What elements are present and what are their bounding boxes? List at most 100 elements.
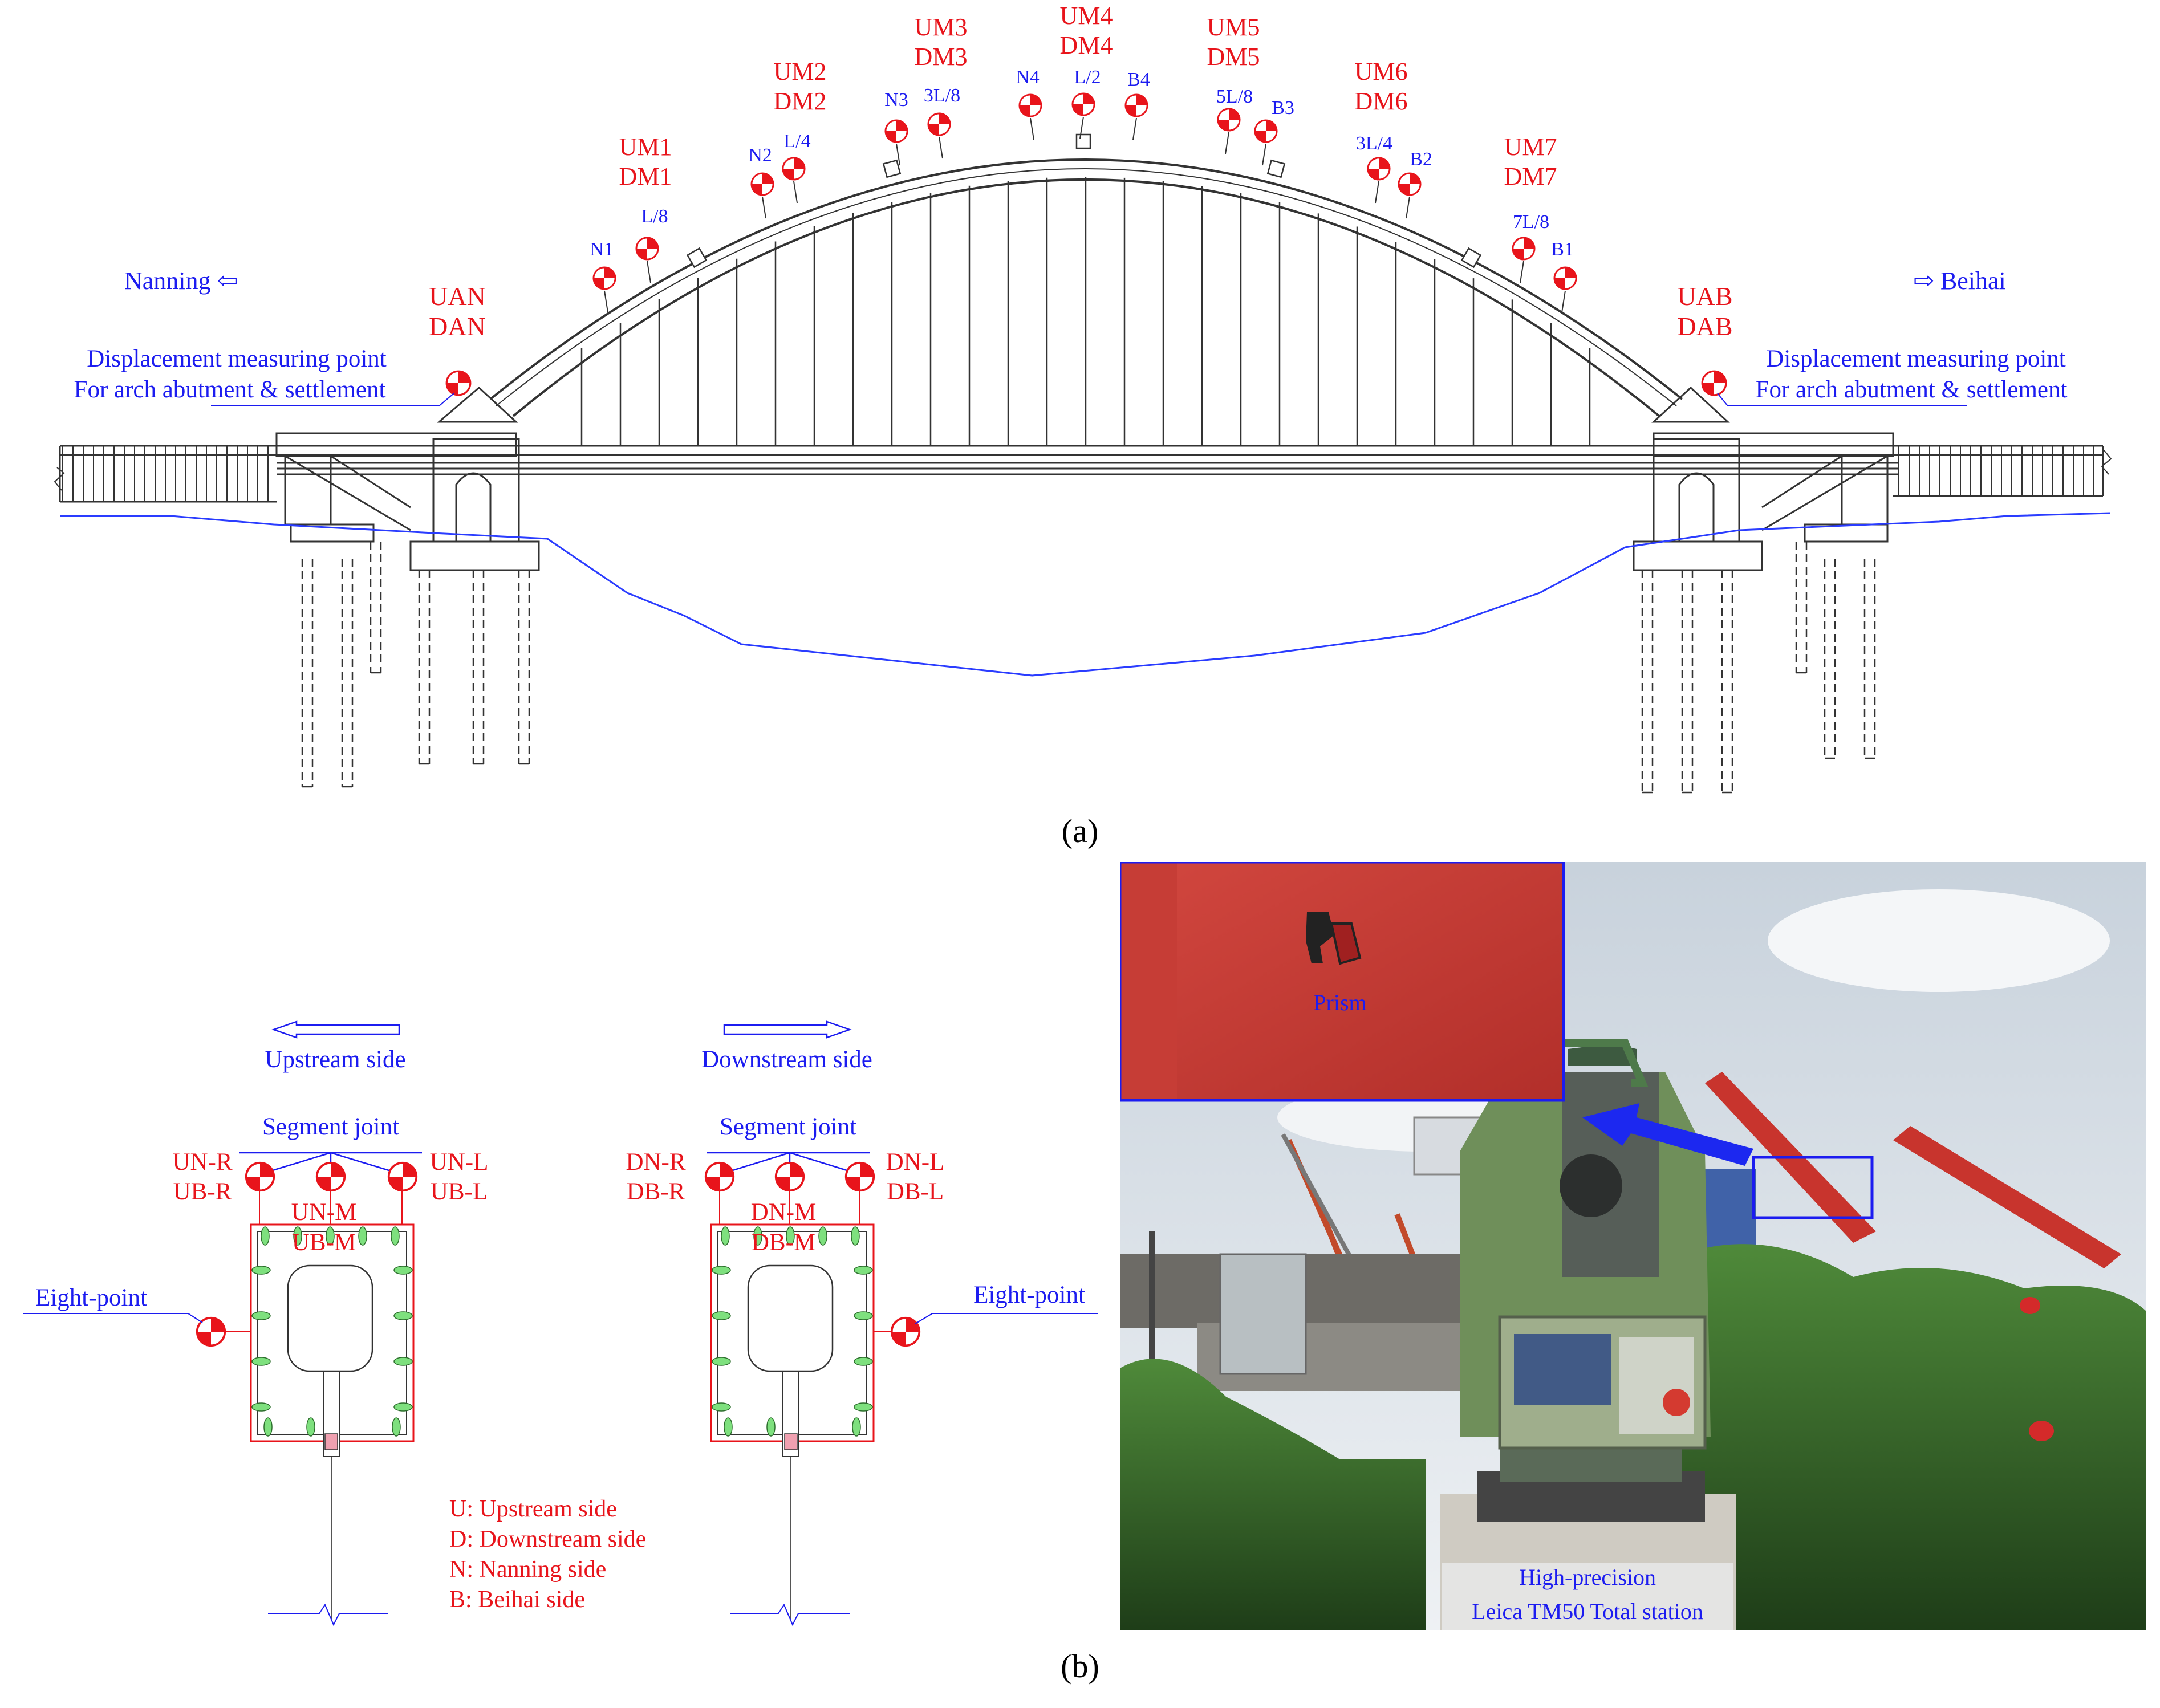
u-rib-stiffener bbox=[393, 1311, 413, 1320]
label-dn-m: DN-M bbox=[751, 1199, 817, 1226]
arch-rib bbox=[489, 158, 1683, 417]
arch-section-label: N3 bbox=[884, 90, 908, 111]
arch-section-label: B1 bbox=[1551, 239, 1574, 260]
ground-line bbox=[60, 512, 2110, 677]
arch-target bbox=[1512, 237, 1536, 261]
arch-measure-label-upper: UM2 bbox=[774, 58, 827, 86]
approach-span-right bbox=[1898, 446, 2094, 496]
target-abutment-right bbox=[1701, 370, 1727, 396]
box-stiffeners-right bbox=[712, 1226, 873, 1437]
total-station bbox=[1440, 1039, 1736, 1630]
arch-target bbox=[1124, 93, 1148, 117]
arch-measure-label-upper: UM4 bbox=[1060, 2, 1113, 30]
arch-measure-label-upper: UM3 bbox=[915, 13, 968, 41]
prism-highlight-box bbox=[1752, 1156, 1874, 1219]
u-rib-stiffener bbox=[854, 1266, 873, 1275]
label-dan: DAN bbox=[429, 312, 486, 341]
arch-target-leader bbox=[939, 136, 943, 159]
label-dab: DAB bbox=[1677, 312, 1732, 341]
target-abutment-left bbox=[445, 370, 472, 396]
arch-target bbox=[635, 237, 659, 261]
hangers bbox=[580, 177, 1591, 446]
pile-foundations bbox=[301, 542, 1876, 794]
target-eight-point-right bbox=[890, 1316, 921, 1347]
arch-section-label: L/8 bbox=[641, 206, 668, 227]
arch-target bbox=[927, 112, 951, 136]
cloud bbox=[1768, 889, 2110, 992]
abutment-right-note-1: Displacement measuring point bbox=[1766, 345, 2065, 372]
arch-target bbox=[592, 266, 616, 290]
u-rib-stiffener bbox=[393, 1402, 413, 1412]
arch-measure-label-lower: DM2 bbox=[774, 87, 827, 115]
legend-b: B: Beihai side bbox=[449, 1587, 585, 1613]
direction-nanning: Nanning ⇦ bbox=[124, 267, 238, 295]
u-rib-stiffener bbox=[818, 1226, 827, 1246]
hanger-break-left bbox=[268, 1603, 388, 1626]
segment-joint-label-right: Segment joint bbox=[720, 1113, 856, 1140]
arch-target-leader bbox=[1132, 117, 1137, 140]
arch-section-label: B4 bbox=[1127, 69, 1150, 90]
arch-target bbox=[1398, 172, 1422, 196]
u-rib-stiffener bbox=[851, 1226, 860, 1246]
target-dn-r bbox=[704, 1161, 735, 1192]
hanger-anchor-pink-left bbox=[324, 1433, 338, 1450]
arch-section-label: B3 bbox=[1272, 97, 1294, 119]
upstream-arrow bbox=[271, 1020, 400, 1039]
u-rib-stiffener bbox=[712, 1357, 731, 1366]
arch-target-leader bbox=[1406, 196, 1410, 219]
target-un-l bbox=[387, 1161, 418, 1192]
prism-inset: Prism bbox=[1120, 862, 1565, 1102]
u-rib-stiffener bbox=[712, 1266, 731, 1275]
arch-target-leader bbox=[1375, 181, 1379, 204]
abutment-left-leader-2 bbox=[439, 393, 454, 406]
u-rib-stiffener bbox=[251, 1311, 271, 1320]
arch-measure-label-lower: DM3 bbox=[915, 43, 968, 71]
arch-target-leader bbox=[1520, 261, 1524, 283]
arch-section-label: 3L/8 bbox=[924, 85, 960, 106]
downstream-cross-section: Downstream side Segment joint DN-R DB-R … bbox=[626, 1020, 1098, 1626]
label-ub-l: UB-L bbox=[431, 1178, 488, 1205]
label-db-l: DB-L bbox=[887, 1178, 944, 1205]
target-dn-l bbox=[844, 1161, 875, 1192]
arch-target bbox=[1367, 157, 1391, 181]
flower bbox=[2029, 1421, 2054, 1441]
u-rib-stiffener bbox=[854, 1311, 873, 1320]
arch-target bbox=[1018, 93, 1042, 117]
station-label-line2: Leica TM50 Total station bbox=[1472, 1599, 1703, 1624]
abutment-left-note-1: Displacement measuring point bbox=[87, 345, 386, 372]
legend-d: D: Downstream side bbox=[449, 1526, 646, 1552]
arch-target bbox=[884, 119, 908, 143]
downstream-direction-label: Downstream side bbox=[701, 1046, 872, 1073]
u-rib-stiffener bbox=[293, 1226, 302, 1246]
arch-target-leader bbox=[1262, 143, 1266, 166]
arch-target-leader bbox=[604, 290, 608, 313]
arch-target-leader bbox=[1030, 117, 1034, 140]
arch-target bbox=[782, 157, 806, 181]
arch-target-leader bbox=[1079, 116, 1084, 139]
flower bbox=[2020, 1297, 2040, 1314]
u-rib-stiffener bbox=[852, 1417, 861, 1437]
u-rib-stiffener bbox=[854, 1357, 873, 1366]
u-rib-stiffener bbox=[261, 1226, 270, 1246]
arch-measure-label-upper: UM7 bbox=[1504, 133, 1557, 161]
arch-target-leader bbox=[896, 143, 900, 166]
label-db-r: DB-R bbox=[627, 1178, 685, 1205]
abutment-left bbox=[275, 386, 540, 571]
arch-measure-label-upper: UM5 bbox=[1207, 13, 1260, 41]
arch-target-leader bbox=[762, 196, 766, 219]
arch-target-leader bbox=[647, 261, 651, 283]
arch-target-leader bbox=[1225, 132, 1229, 154]
arch-section-label: 5L/8 bbox=[1216, 86, 1253, 107]
label-uan: UAN bbox=[429, 282, 486, 311]
upstream-cross-section: Upstream side Segment joint UN-R UB-R UN… bbox=[23, 1020, 646, 1626]
u-rib-stiffener bbox=[393, 1357, 413, 1366]
arch-target bbox=[1553, 266, 1577, 290]
segment-joints bbox=[686, 133, 1482, 269]
electric-box bbox=[1219, 1253, 1307, 1375]
label-un-r: UN-R bbox=[172, 1149, 232, 1176]
u-rib-stiffener bbox=[712, 1402, 731, 1412]
abutment-right-leader-2 bbox=[1717, 393, 1728, 406]
label-un-m: UN-M bbox=[291, 1199, 357, 1226]
arch-measure-label-lower: DM5 bbox=[1207, 43, 1260, 71]
